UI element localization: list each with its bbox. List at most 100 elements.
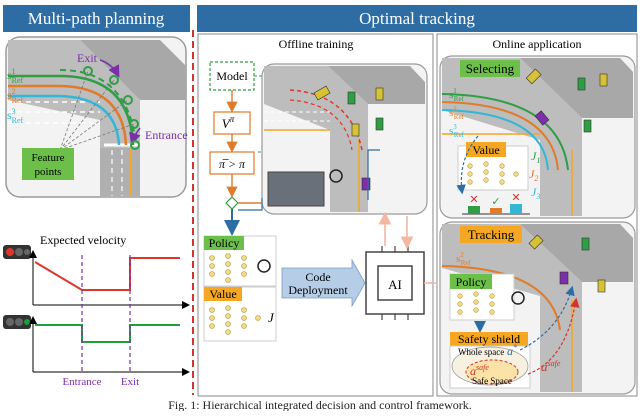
svg-text:✕: ✕ xyxy=(469,194,478,206)
reference-paths xyxy=(8,59,141,146)
selecting-value-arrow xyxy=(456,135,479,195)
code-deployment-line1: Code xyxy=(305,270,330,284)
offline-j-label: J xyxy=(268,310,275,325)
offline-return-link xyxy=(238,198,263,211)
tracking-nn-nodes xyxy=(457,291,495,315)
svg-text:✓: ✓ xyxy=(491,196,500,208)
velocity-axes xyxy=(29,250,190,376)
ref-path-3 xyxy=(8,94,121,146)
offline-steering-wheel-icon xyxy=(329,169,343,183)
feature-points-line1: Feature xyxy=(32,152,65,164)
ref-path-2 xyxy=(8,84,128,146)
whole-space-label: Whole space xyxy=(458,347,504,357)
safety-shield-label: Safety shield xyxy=(458,332,520,346)
traffic-light-green xyxy=(3,315,31,329)
online-title: Online application xyxy=(493,37,582,51)
ref-path-1 xyxy=(8,74,135,146)
entrance-label: Entrance xyxy=(145,128,188,142)
offline-value-label-box xyxy=(204,287,242,301)
tracking-steering-wheel-icon xyxy=(511,291,525,305)
offline-panel xyxy=(197,33,434,397)
selecting-road xyxy=(441,58,633,216)
offline-nn-nodes xyxy=(209,253,261,335)
ai-chip-pins xyxy=(381,246,409,320)
tracking-vehicles xyxy=(528,234,606,293)
feature-points-line2: points xyxy=(35,166,62,178)
svg-text:J3: J3 xyxy=(531,185,540,201)
feature-points-box xyxy=(22,148,74,180)
ai-chip-links xyxy=(378,211,436,284)
left-title-bar xyxy=(3,5,190,32)
a-star-label: a* xyxy=(507,343,517,358)
selecting-value-label-box xyxy=(466,142,506,157)
safety-shield-label-box xyxy=(450,332,528,346)
velocity-markers xyxy=(81,255,131,372)
right-title: Optimal tracking xyxy=(359,9,475,28)
safe-space-ellipse xyxy=(465,359,519,385)
tracking-policy-label: Policy xyxy=(456,275,487,289)
code-deployment-arrow xyxy=(281,258,366,308)
tracking-road xyxy=(441,224,633,392)
velocity-entrance-label: Entrance xyxy=(62,376,101,388)
ai-chip-core xyxy=(377,265,413,301)
svg-text:J1: J1 xyxy=(531,149,540,165)
selecting-vehicles xyxy=(525,68,608,133)
model-box xyxy=(209,61,255,91)
selecting-label: Selecting xyxy=(466,61,515,76)
offline-flow-arrows xyxy=(226,90,262,204)
selecting-j-labels: J1 J2 J3 xyxy=(529,149,540,201)
exit-label: Exit xyxy=(77,51,98,65)
svg-text:✕: ✕ xyxy=(511,192,520,204)
velocity-exit-label: Exit xyxy=(121,376,139,388)
model-loop xyxy=(254,75,263,153)
scene-link xyxy=(367,149,380,200)
improve-label: π̅ > π xyxy=(219,157,246,171)
offline-policy-steering-icon xyxy=(257,259,271,273)
safe-space-label: Safe Space xyxy=(472,376,512,386)
offline-policy-label-box xyxy=(204,236,244,250)
selecting-value-label: Value xyxy=(472,143,499,157)
online-panel xyxy=(436,33,638,397)
decision-diamond xyxy=(225,196,239,210)
ai-chip-label: AI xyxy=(388,277,402,292)
feature-point-markers xyxy=(83,66,140,150)
a-safe-arrow xyxy=(527,297,580,375)
ref-path-dashed xyxy=(59,69,137,146)
velocity-green-line xyxy=(35,324,180,343)
right-title-bar xyxy=(197,5,637,32)
selecting-label-box xyxy=(460,60,520,77)
a-safe-label: asafe xyxy=(470,363,489,378)
offline-scene-vehicles xyxy=(313,85,384,191)
selecting-nn-nodes xyxy=(467,161,519,185)
intersection-road xyxy=(8,40,186,196)
feature-point-pointers xyxy=(59,70,135,151)
figure-caption: Fig. 1: Hierarchical integrated decision… xyxy=(168,398,472,411)
offline-policy-label: Policy xyxy=(209,236,240,250)
tracking-label-box xyxy=(460,226,522,243)
velocity-red-line xyxy=(34,257,180,291)
svg-text:J2: J2 xyxy=(529,167,538,183)
a-safe-output-label: asafe xyxy=(541,359,561,374)
code-deployment-line2: Deployment xyxy=(288,283,348,297)
offline-value-label: Value xyxy=(209,287,236,301)
velocity-title: Expected velocity xyxy=(40,233,126,247)
v-pi-label: Vπ xyxy=(222,114,235,131)
offline-title: Offline training xyxy=(279,37,354,51)
selecting-cost-bars: ✕ ✓ ✕ xyxy=(462,192,530,215)
a-star-arrow xyxy=(519,285,575,351)
tracking-label: Tracking xyxy=(468,227,515,242)
model-label: Model xyxy=(216,69,248,83)
exit-arrow xyxy=(99,59,120,78)
traffic-light-red xyxy=(3,245,31,259)
